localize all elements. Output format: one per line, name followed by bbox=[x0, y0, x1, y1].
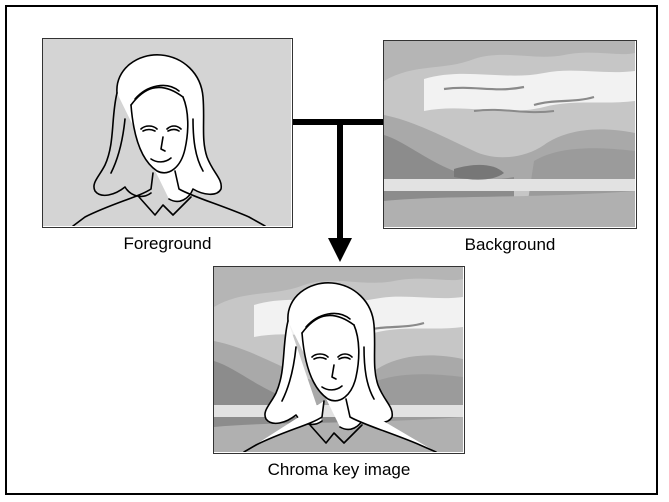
mountain-landscape-icon bbox=[384, 41, 635, 227]
woman-portrait-icon bbox=[72, 54, 266, 226]
background-image bbox=[383, 40, 637, 229]
chroma-key-image bbox=[213, 266, 465, 454]
chroma-key-caption: Chroma key image bbox=[267, 460, 411, 479]
background-caption: Background bbox=[464, 235, 556, 254]
foreground-image bbox=[42, 38, 293, 228]
foreground-caption: Foreground bbox=[123, 234, 212, 253]
composited-portrait-icon bbox=[214, 267, 463, 452]
figure-frame bbox=[5, 5, 658, 495]
